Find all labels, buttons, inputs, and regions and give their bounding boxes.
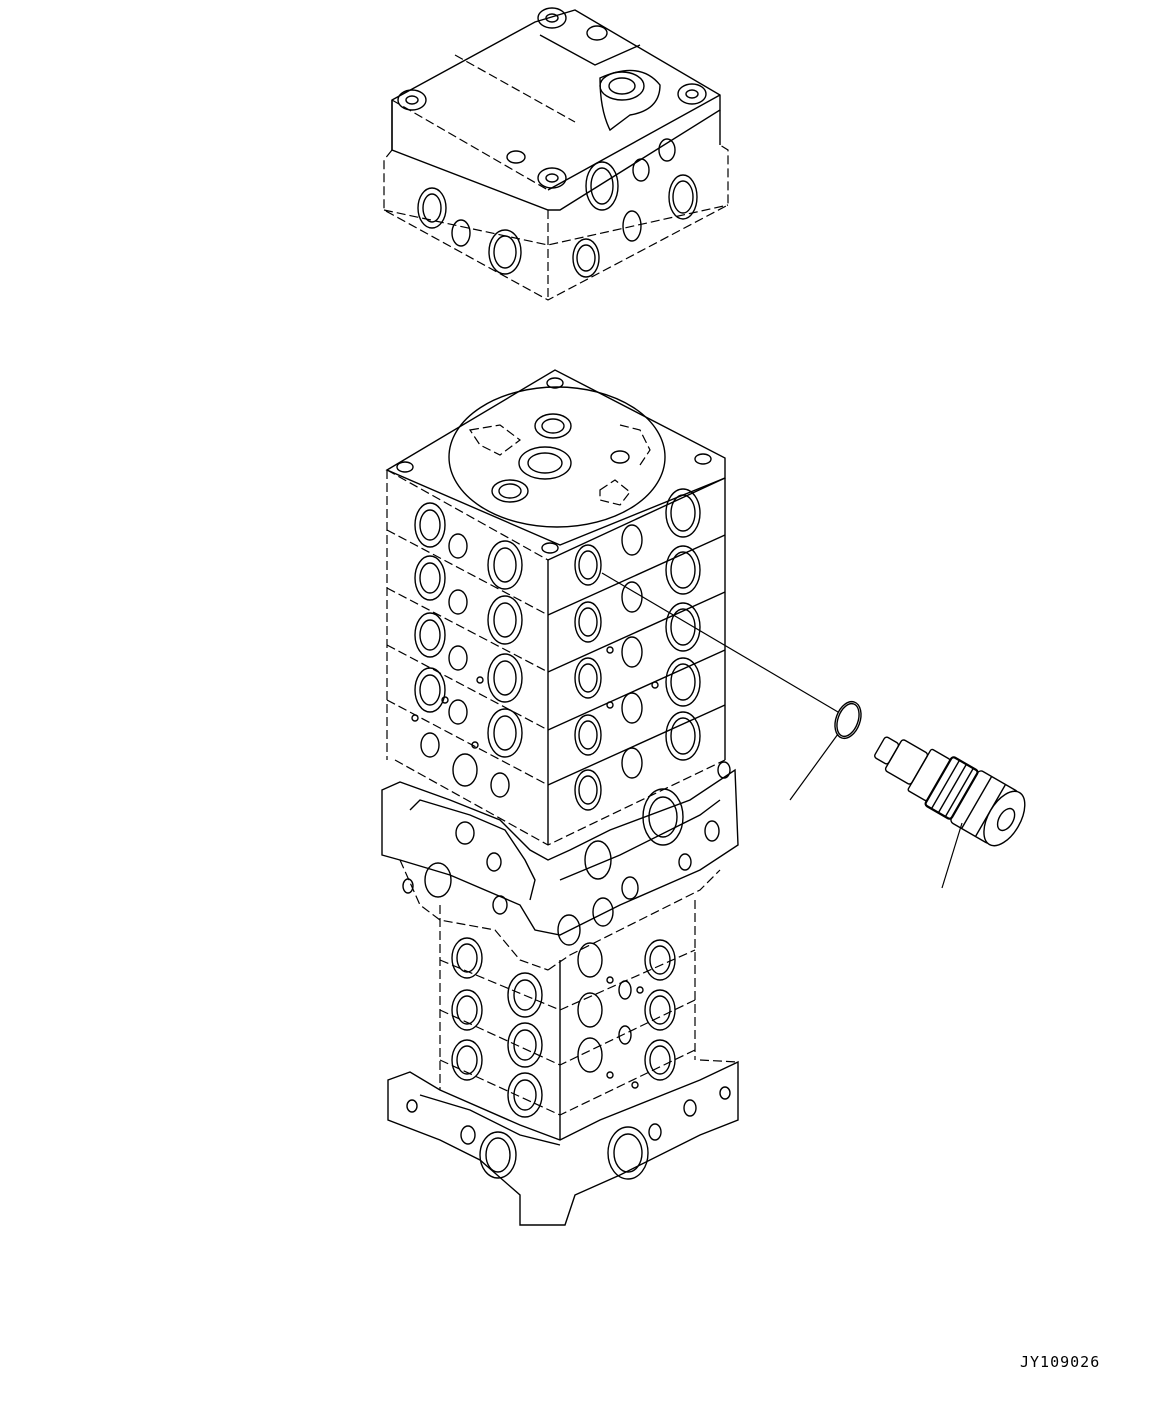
relief-valve-cartridge: [874, 736, 1026, 847]
o-ring: [834, 700, 862, 740]
o-ring-callout-leader: [789, 733, 839, 801]
relief-valve-leader: [941, 822, 963, 889]
drawing-code: JY109026: [1020, 1353, 1101, 1371]
o-ring-leader: [601, 572, 839, 713]
top-cover-block: [383, 7, 729, 301]
main-valve-stack: [381, 369, 739, 1226]
